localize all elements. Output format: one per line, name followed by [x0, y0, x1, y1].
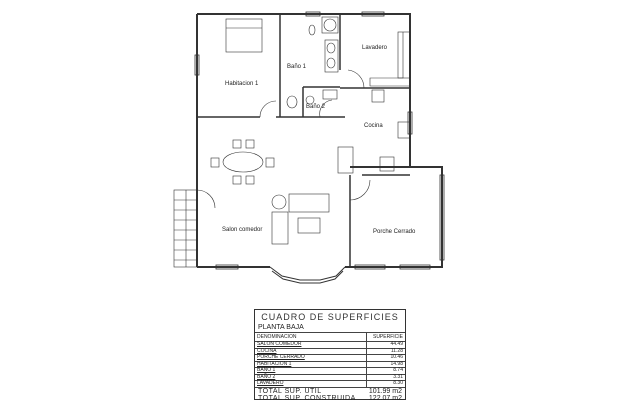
row-value: 8.30 — [366, 380, 405, 387]
col-value: SUPERFICIE — [366, 333, 405, 341]
table-row: PORCHE CERRADO 10.46 — [255, 354, 405, 361]
kitchen-sink — [379, 156, 395, 172]
room-label-salon: Salon comedor — [222, 227, 263, 233]
coffee-table — [297, 217, 321, 234]
bed — [225, 18, 263, 53]
floor-plan — [173, 11, 445, 284]
room-label-habitacion1: Habitacion 1 — [225, 81, 259, 87]
row-name: SALON COMEDOR — [257, 341, 302, 347]
counter — [337, 146, 354, 174]
sofa — [288, 193, 330, 213]
sofa-side — [271, 211, 289, 245]
table-row: BAÑO 2 3.31 — [255, 373, 405, 380]
row-name: HABITACION 1 — [257, 360, 292, 367]
table-subtitle: PLANTA BAJA — [258, 324, 304, 331]
table-title: CUADRO DE SUPERFICIES — [261, 312, 399, 322]
row-name: LAVADERO — [257, 380, 284, 386]
table-row: HABITACION 1 14.98 — [255, 360, 405, 367]
stairs — [173, 189, 198, 268]
table-row: COCINA 11.28 — [255, 347, 405, 354]
windows — [194, 11, 445, 270]
row-value: 44.49 — [366, 341, 405, 348]
table-row: LAVADERO 8.30 — [255, 380, 405, 387]
room-label-cocina: Cocina — [364, 123, 383, 129]
total-util-label: TOTAL SUP. UTIL — [258, 387, 322, 395]
total-util-value: 101.99 m2 — [368, 387, 402, 395]
toilet — [308, 24, 316, 36]
row-name: BAÑO 1 — [257, 367, 276, 373]
row-name: PORCHE CERRADO — [257, 354, 305, 360]
doors — [196, 69, 371, 209]
row-name: COCINA — [257, 347, 277, 354]
row-value: 10.46 — [366, 354, 405, 361]
stove — [397, 121, 411, 139]
table-row: SALON COMEDOR 44.49 — [255, 341, 405, 348]
room-label-lavadero: Lavadero — [362, 45, 388, 51]
row-value: 11.28 — [366, 348, 405, 354]
kitchen-unit — [371, 89, 385, 103]
surface-table: CUADRO DE SUPERFICIES PLANTA BAJA DENOMI… — [254, 309, 406, 402]
table-row: BAÑO 1 8.74 — [255, 367, 405, 374]
room-label-bano2: Baño 2 — [306, 104, 326, 110]
shower — [321, 16, 339, 34]
total-util: TOTAL SUP. UTIL 101.99 m2 — [255, 386, 405, 395]
sinks — [324, 39, 339, 73]
row-value: 14.98 — [366, 361, 405, 367]
room-label-bano1: Baño 1 — [287, 64, 307, 70]
col-name: DENOMINACION — [257, 334, 297, 340]
armchair — [271, 194, 287, 210]
table-header: DENOMINACION SUPERFICIE — [255, 332, 405, 341]
total-const-value: 122.07 m2 — [368, 394, 402, 402]
furniture — [210, 16, 411, 245]
interior-walls — [197, 14, 410, 267]
room-label-porche: Porche Cerrado — [373, 229, 416, 235]
row-name: BAÑO 2 — [257, 373, 276, 380]
dining-table — [222, 151, 264, 173]
row-value: 8.74 — [366, 367, 405, 374]
total-const-label: TOTAL SUP. CONSTRUIDA — [258, 394, 356, 402]
total-construida: TOTAL SUP. CONSTRUIDA 122.07 m2 — [255, 395, 405, 402]
laundry-counter — [369, 32, 411, 87]
row-value: 3.31 — [366, 374, 405, 380]
bay-window — [269, 266, 346, 284]
